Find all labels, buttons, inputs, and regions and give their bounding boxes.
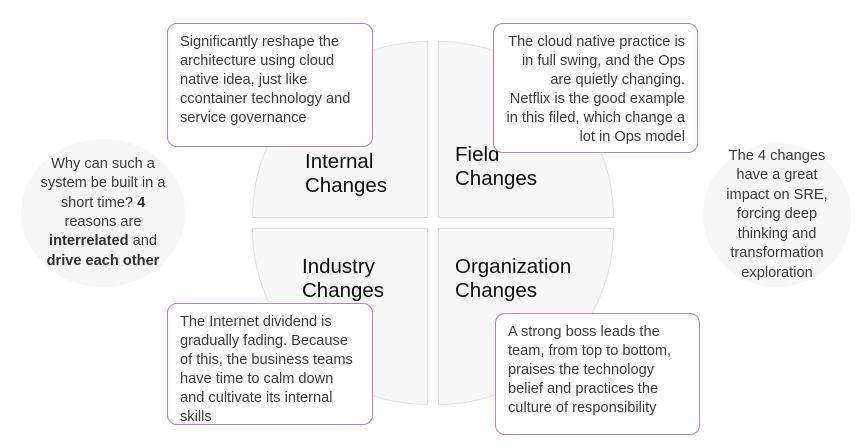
oval-left-line3: and [128, 233, 157, 250]
oval-left-bold2: interrelated [49, 233, 129, 250]
callout-internal-changes: Significantly reshape the architecture u… [167, 23, 373, 147]
callout-field-changes: The cloud native practice is in full swi… [493, 23, 698, 153]
sector-label-internal-changes: Internal Changes [305, 150, 388, 197]
oval-question-left: Why can such a system be built in a shor… [21, 139, 185, 287]
callout-industry-changes: The Internet dividend is gradually fadin… [167, 303, 373, 425]
sector-label-industry-changes: Industry Changes [302, 255, 385, 302]
sector-label-field-changes: Field Changes [455, 143, 538, 190]
oval-left-text: Why can such a system be built in a shor… [35, 155, 171, 271]
oval-left-line1: Why can such a system be built in a shor… [40, 155, 166, 211]
oval-left-bold3: drive each other [46, 252, 160, 269]
oval-right-text: The 4 changes have a great impact on SRE… [726, 148, 828, 281]
callout-organization-changes: A strong boss leads the team, from top t… [495, 313, 700, 435]
sector-label-organization-changes: Organization Changes [455, 255, 572, 302]
oval-left-bold1: 4 [137, 194, 146, 211]
oval-impact-right: The 4 changes have a great impact on SRE… [703, 143, 851, 287]
oval-left-line2: reasons are [64, 214, 142, 230]
